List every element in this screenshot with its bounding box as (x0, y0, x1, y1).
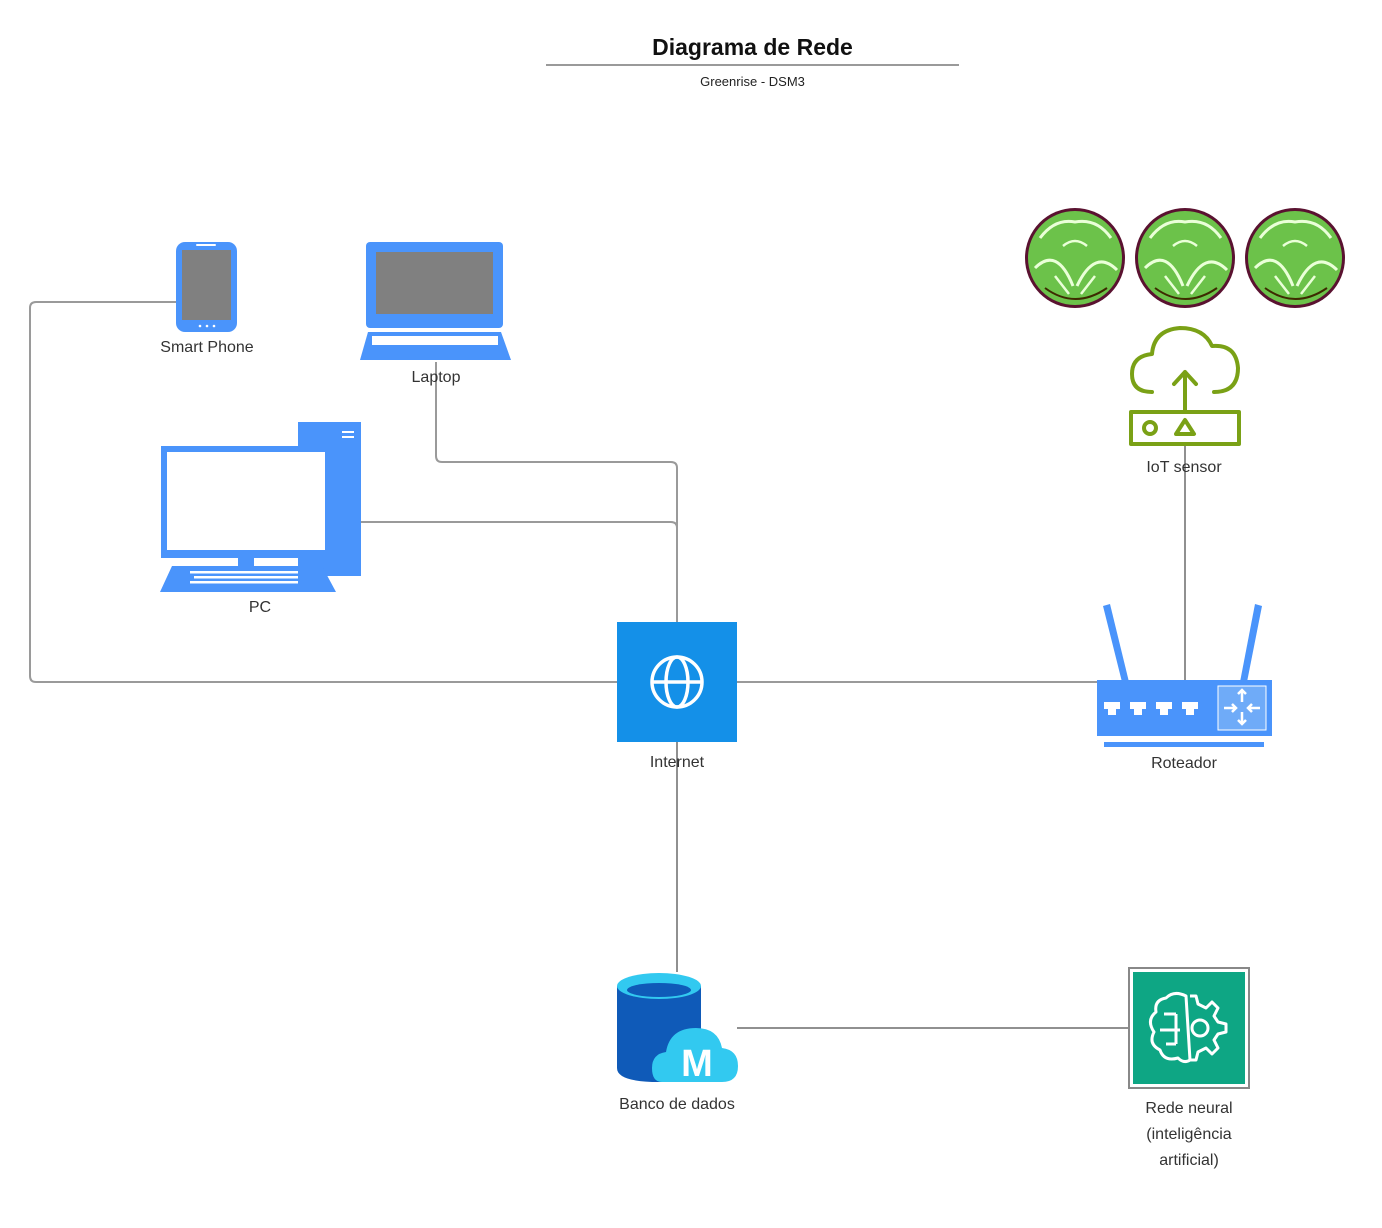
connector-laptop-internet (435, 362, 678, 602)
label-laptop: Laptop (411, 369, 461, 386)
database-m-icon: M (617, 973, 738, 1085)
label-smartphone: Smart Phone (160, 339, 254, 356)
connector-smartphone-internet (29, 301, 617, 683)
label-iot-sensor: IoT sensor (1146, 459, 1222, 476)
router-icon (1097, 604, 1272, 747)
label-pc: PC (248, 599, 272, 616)
diagram-subtitle: Greenrise - DSM3 (700, 74, 805, 89)
brain-gear-icon (1128, 967, 1250, 1089)
laptop-icon (360, 242, 511, 360)
connector-pc-internet (361, 521, 678, 622)
iot-cloud-sensor-icon (1129, 326, 1241, 446)
globe-icon (617, 622, 737, 742)
smartphone-icon (176, 242, 237, 332)
lettuce-icon (1245, 208, 1345, 308)
lettuce-icon (1025, 208, 1125, 308)
lettuce-icon (1135, 208, 1235, 308)
connectors (29, 301, 1186, 1029)
label-database: Banco de dados (619, 1096, 735, 1113)
lettuce-icons (1025, 208, 1345, 308)
label-internet: Internet (649, 754, 705, 771)
label-neural-line-3: artificial) (1159, 1152, 1219, 1169)
label-neural-line-2: (inteligência (1146, 1126, 1232, 1143)
label-neural-line-1: Rede neural (1145, 1100, 1233, 1117)
desktop-pc-icon (160, 422, 361, 592)
diagram-title: Diagrama de Rede (652, 34, 853, 60)
label-router: Roteador (1151, 755, 1217, 772)
title-divider (546, 64, 959, 66)
label-neural-network: Rede neural (inteligência artificial) (1099, 1096, 1279, 1174)
svg-text:M: M (681, 1043, 713, 1085)
